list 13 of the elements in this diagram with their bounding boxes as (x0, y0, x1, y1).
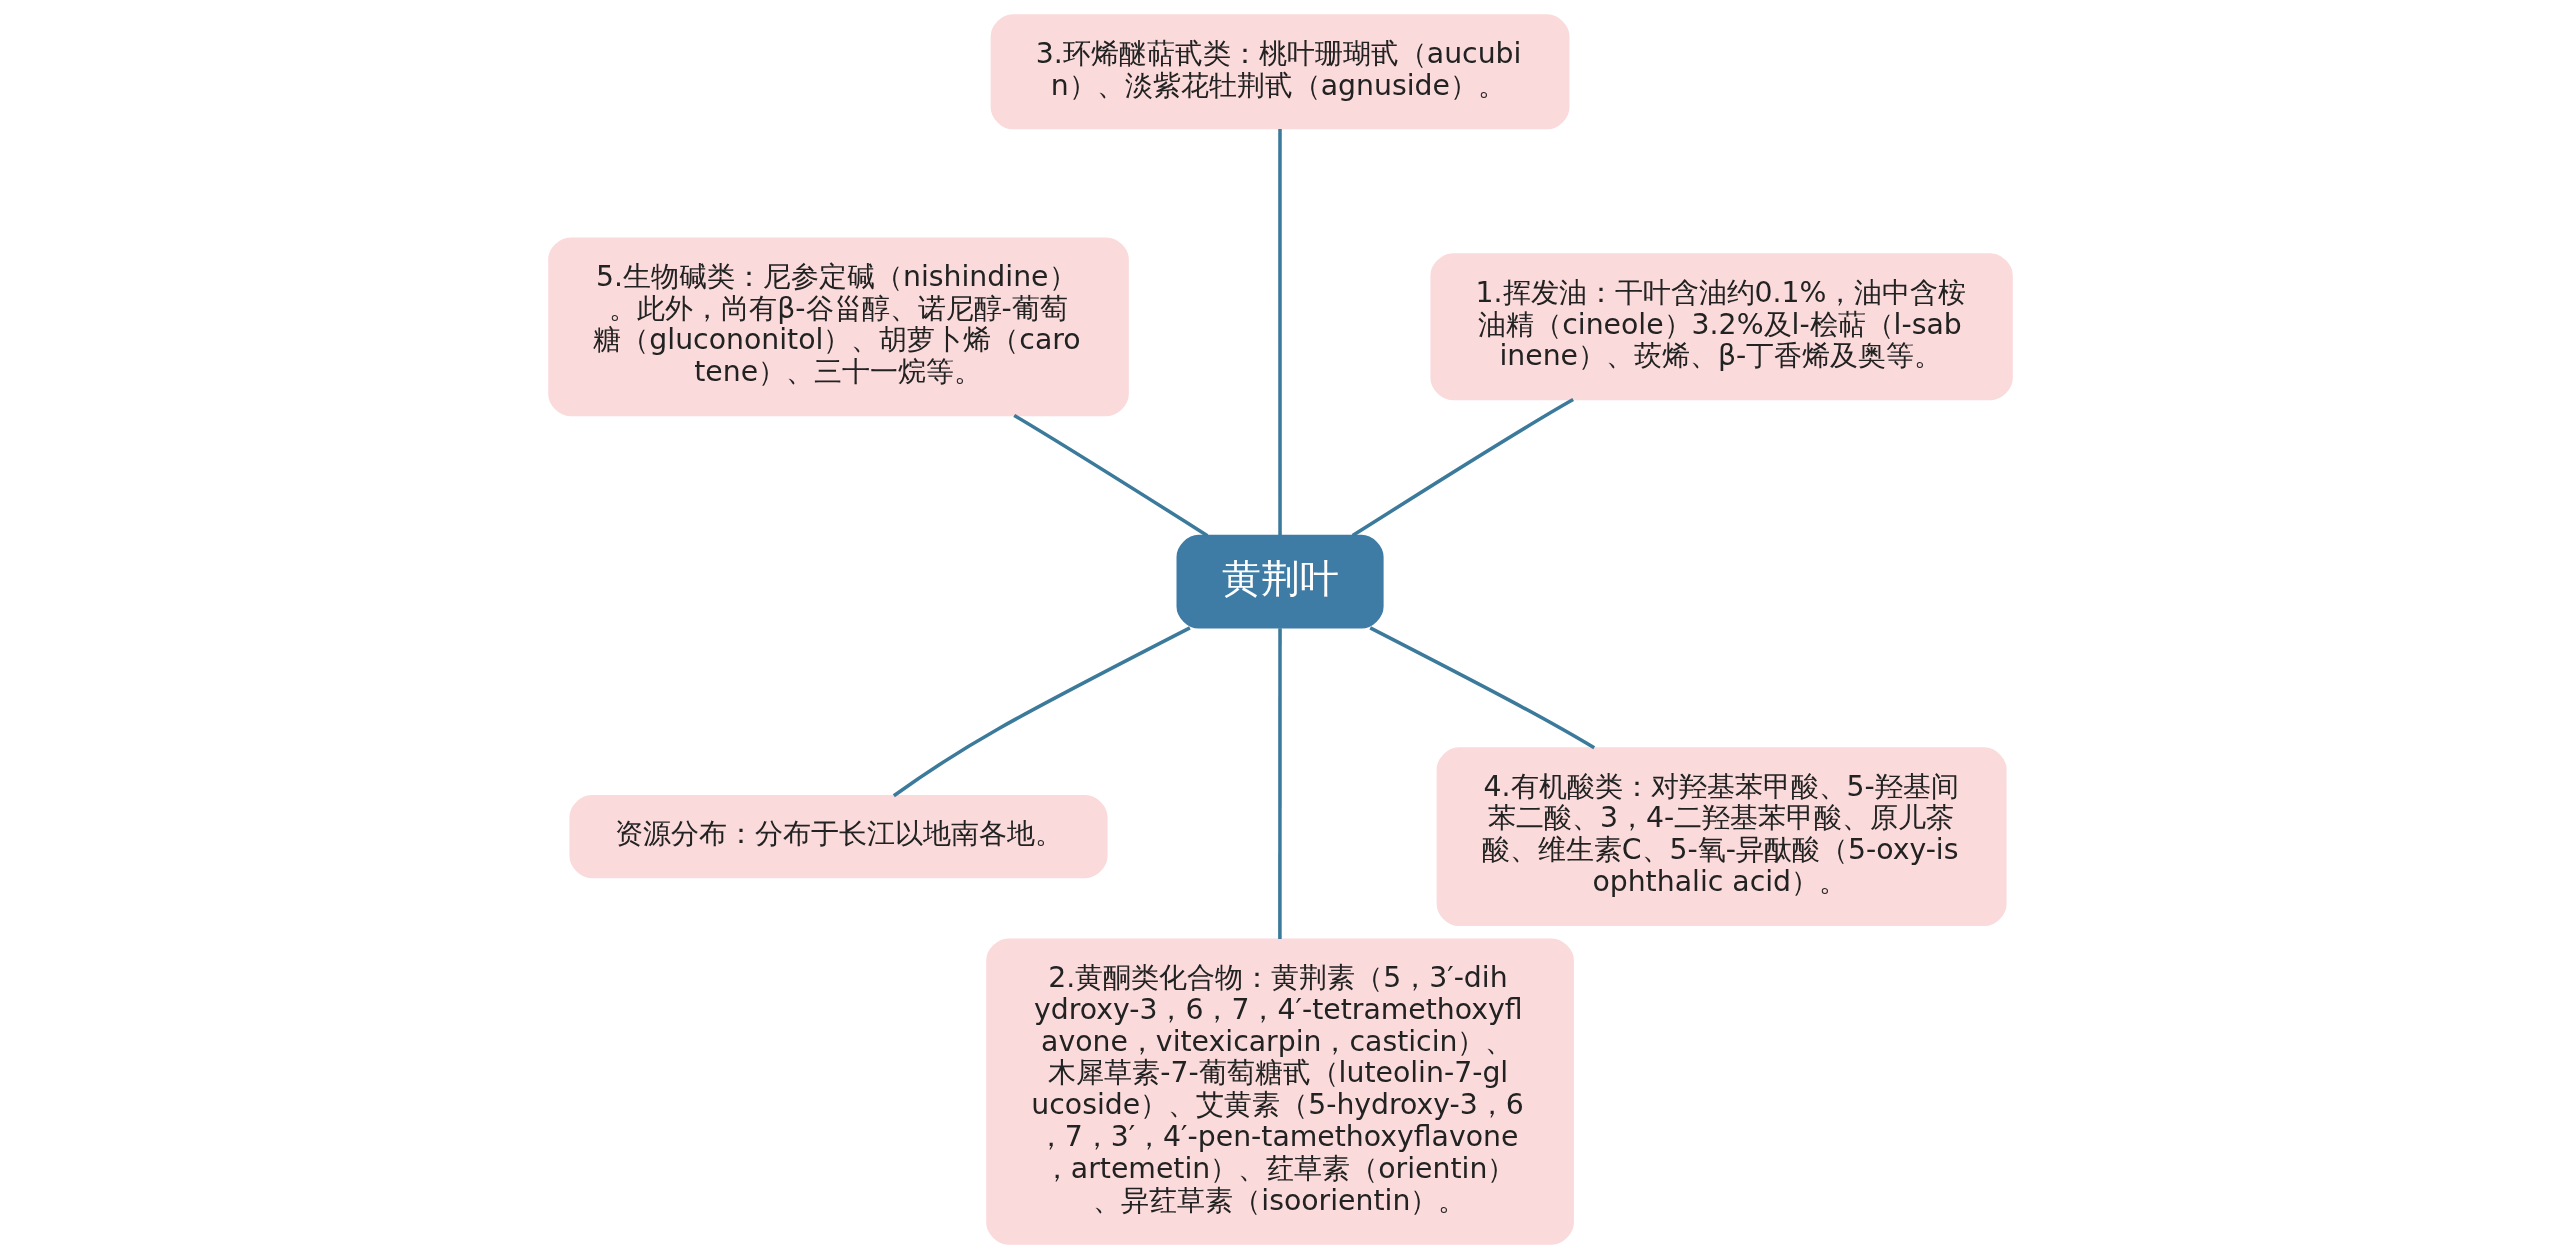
node-box: 1.挥发油：干叶含油约0.1%，油中含桉油精（cineole）3.2%及l-桧萜（l-sabinene）、莰烯、β-丁香烯及奥等。 (1429, 253, 2013, 401)
connector (1012, 413, 1208, 538)
node-box: 2.黄酮类化合物：黄荆素（5，3′-dihydroxy-3，6，7，4′-tetramethoxyflavone，vitexicarpin，casticin）、木犀草素-7-葡萄糖甙（luteolin-7-glucoside）、艾黄素（5-hydroxy-3，6，7，3′，4′-pen-tamethoxyflavone，artemetin）、荭草素（orientin）、异荭草素（isoorientin）。 (985, 938, 1574, 1245)
node-box: 4.有机酸类：对羟基苯甲酸、5-羟基间苯二酸、3，4-二羟基苯甲酸、原儿茶酸、维生素C、5-氧-异酞酸（5-oxy-isophthalic acid）。 (1436, 747, 2007, 927)
connector (1351, 398, 1574, 538)
node-box: 黄荆叶 (1176, 534, 1384, 629)
node-box: 5.生物碱类：尼参定碱（nishindine）。此外，尚有β-谷甾醇、诺尼醇-葡萄糖（glucononitol）、胡萝卜烯（carotene）、三十一烷等。 (547, 237, 1129, 417)
connector (1368, 626, 1595, 750)
node-box: 3.环烯醚萜甙类：桃叶珊瑚甙（aucubin）、淡紫花牡荆甙（agnuside）。 (990, 14, 1569, 130)
connector (1277, 129, 1282, 536)
node-box: 资源分布：分布于长江以地南各地。 (568, 795, 1108, 879)
connector (1277, 628, 1282, 939)
connector (892, 626, 1191, 798)
